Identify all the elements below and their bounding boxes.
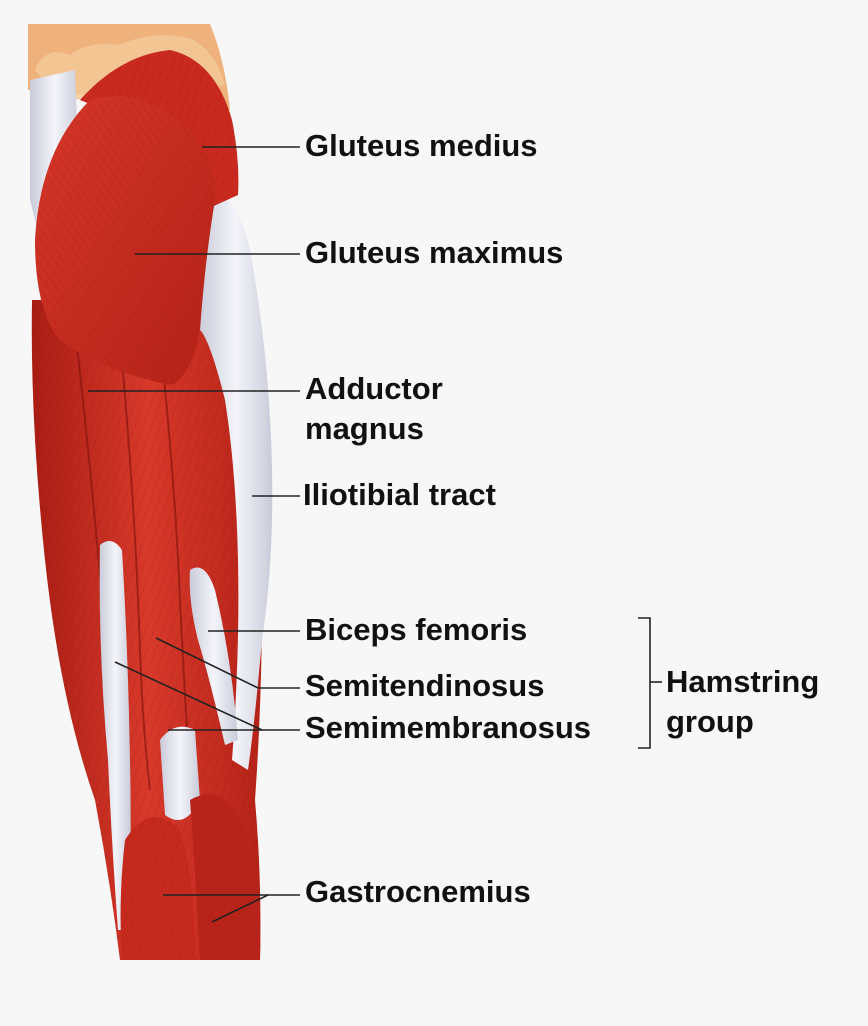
label-semitendinosus: Semitendinosus — [305, 668, 545, 703]
label-adductor-magnus: Adductor magnus — [305, 371, 443, 446]
label-gastrocnemius: Gastrocnemius — [305, 874, 531, 909]
leader-semitendinosus — [155, 637, 300, 689]
biceps-femoris-tendon — [189, 567, 238, 745]
leader-gastrocnemius-b — [211, 894, 269, 923]
label-gluteus-maximus: Gluteus maximus — [305, 235, 564, 270]
iliotibial-tract — [199, 190, 273, 770]
label-hamstring-group: Hamstring group — [666, 664, 820, 739]
hamstring-bracket — [638, 617, 651, 749]
label-biceps-femoris: Biceps femoris — [305, 612, 528, 647]
semitendinosus-tendon — [99, 541, 131, 930]
label-gluteus-medius: Gluteus medius — [305, 128, 538, 163]
popliteal-fossa — [160, 726, 200, 820]
leader-lines — [88, 146, 662, 923]
label-semimembranosus: Semimembranosus — [305, 710, 591, 745]
label-iliotibial-tract: Iliotibial tract — [303, 477, 496, 512]
